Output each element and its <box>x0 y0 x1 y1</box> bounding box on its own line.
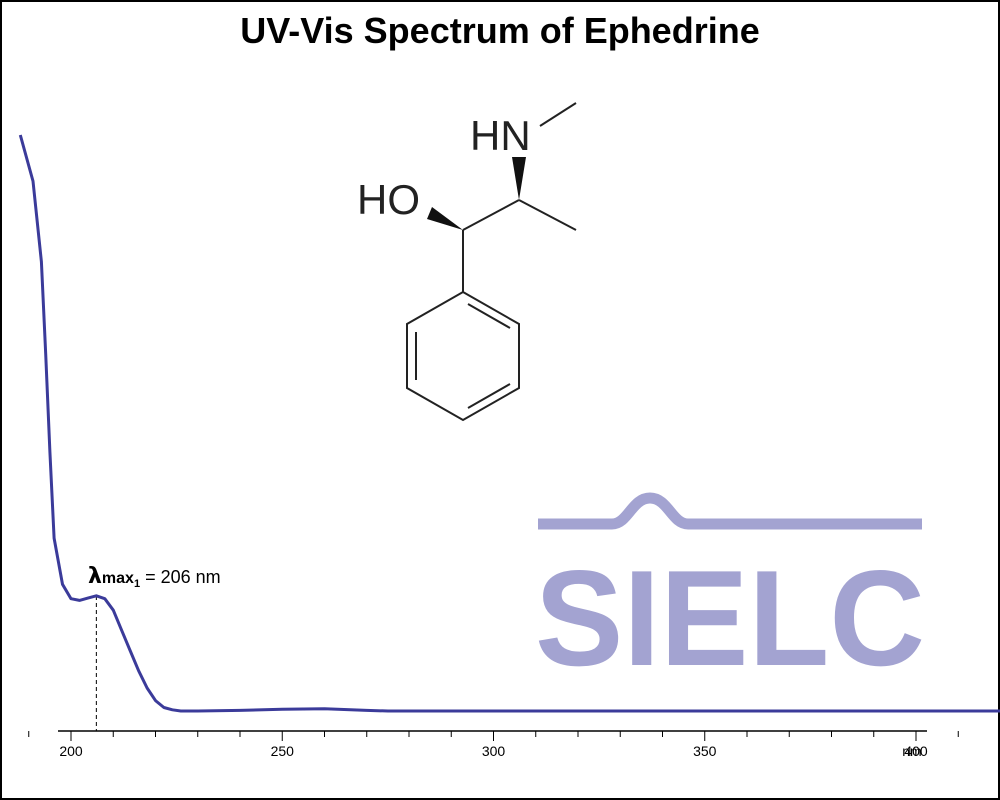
bond-c1-c2 <box>462 199 520 231</box>
lambda-max-subscript: max <box>102 570 134 587</box>
wedge-bond-o <box>427 207 463 230</box>
lambda-max-label: λmax1 = 206 nm <box>88 564 221 590</box>
logo-text: SIELC <box>535 542 925 694</box>
bond-c2-c3 <box>518 199 577 231</box>
benzene-ring <box>406 290 520 422</box>
x-axis-unit: nm <box>902 743 921 759</box>
x-axis-ticks: 200250300350400450500550 <box>28 731 959 759</box>
bond-n-methyl <box>539 102 577 127</box>
x-tick-label: 400 <box>904 743 928 759</box>
lambda-symbol: λ <box>88 564 102 589</box>
wedge-bond-n <box>512 157 526 200</box>
sielc-logo: SIELC <box>535 492 925 694</box>
chart-title: UV-Vis Spectrum of Ephedrine <box>240 10 760 51</box>
ring-double-bond-1 <box>467 303 511 329</box>
molecule-structure: HN HO <box>357 102 577 422</box>
lambda-max-value: = 206 nm <box>140 567 221 587</box>
ring-double-bond-2 <box>467 383 511 409</box>
x-tick-label: 200 <box>59 743 83 759</box>
x-tick-label: 250 <box>271 743 295 759</box>
x-tick-label: 350 <box>693 743 717 759</box>
atom-ho: HO <box>357 176 420 223</box>
series-line <box>18 134 1000 713</box>
x-tick-label: 300 <box>482 743 506 759</box>
logo-wave <box>538 492 922 530</box>
lambda-max-index: 1 <box>134 578 140 590</box>
atom-hn: HN <box>470 112 531 159</box>
